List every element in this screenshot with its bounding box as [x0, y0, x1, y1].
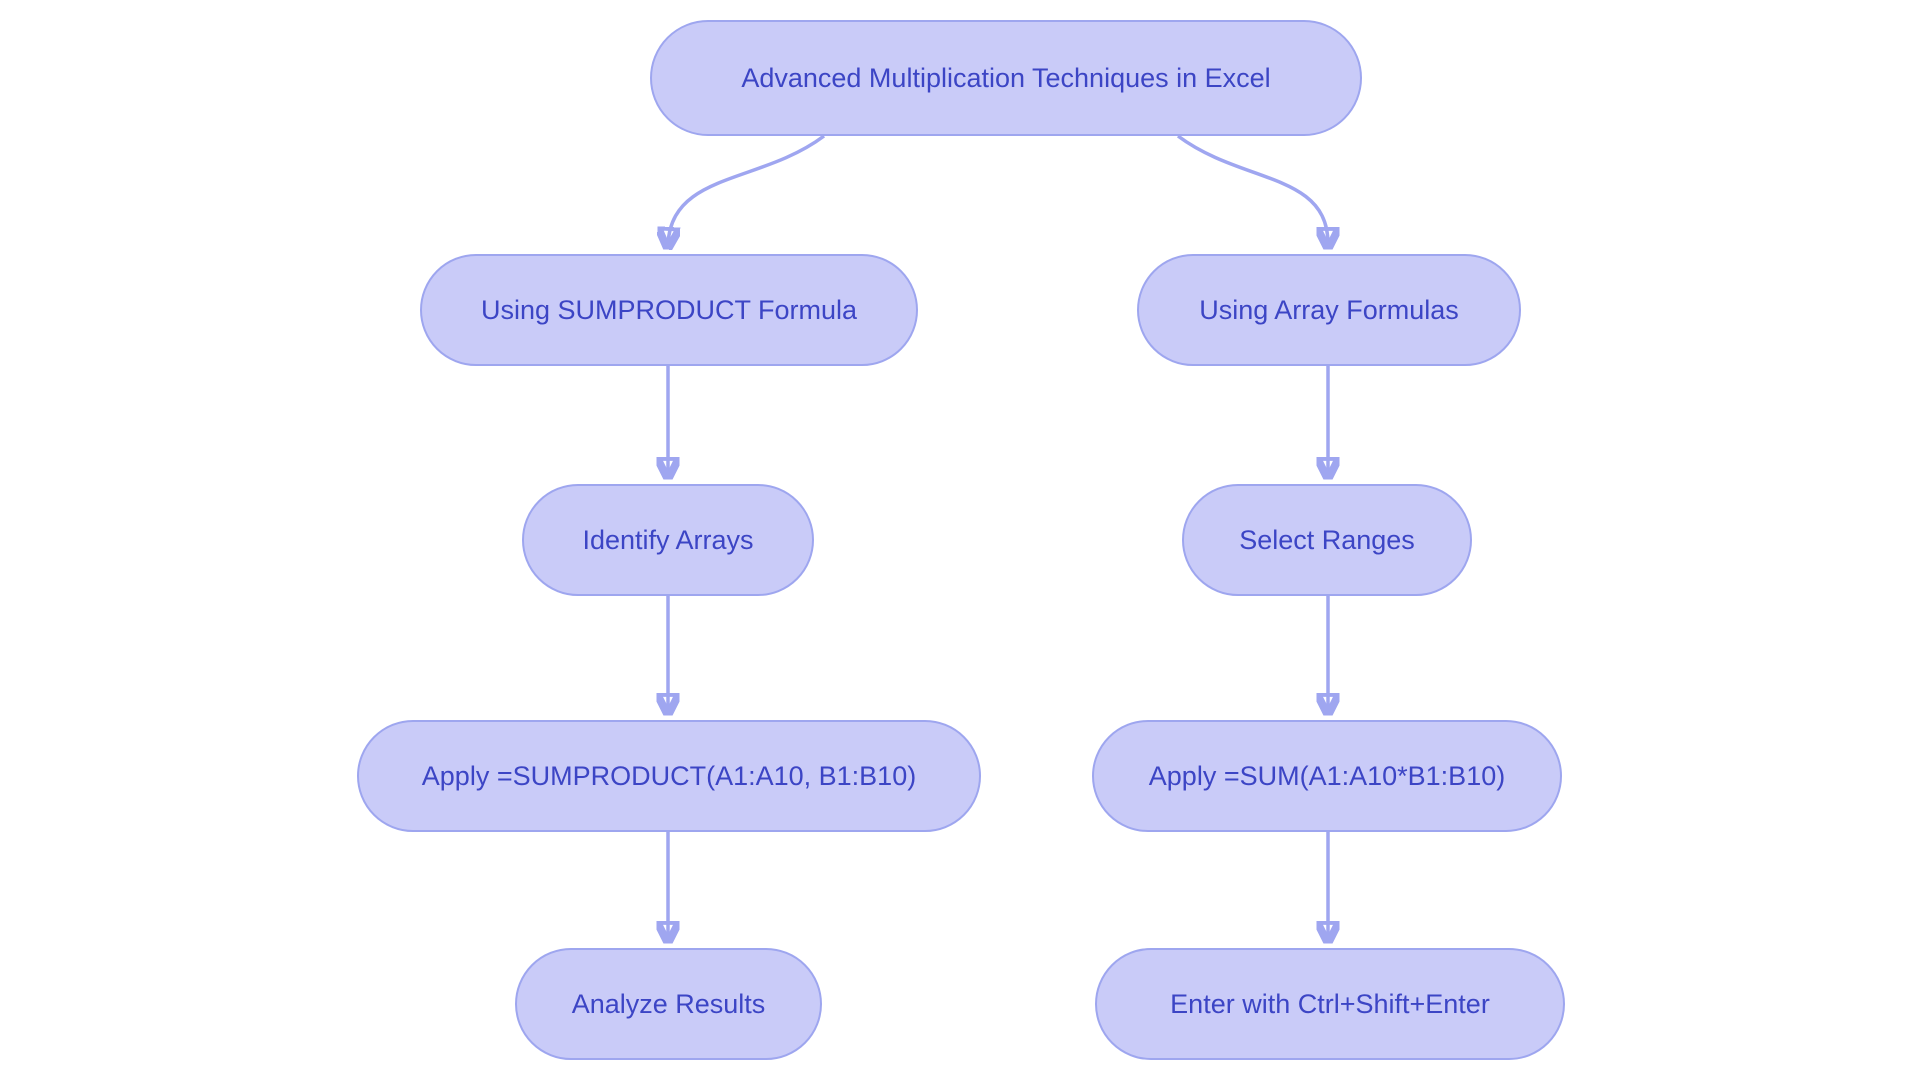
node-identify-arrays: Identify Arrays	[522, 484, 814, 596]
node-using-array-formulas-label: Using Array Formulas	[1199, 294, 1459, 325]
node-using-sumproduct-formula: Using SUMPRODUCT Formula	[420, 254, 918, 366]
edge-root-sumproduct	[668, 134, 826, 244]
node-select-ranges-label: Select Ranges	[1239, 524, 1415, 555]
node-root-label: Advanced Multiplication Techniques in Ex…	[741, 62, 1271, 93]
node-using-array-formulas: Using Array Formulas	[1137, 254, 1521, 366]
node-apply-sumproduct-formula-label: Apply =SUMPRODUCT(A1:A10, B1:B10)	[421, 760, 917, 791]
node-apply-sumproduct-formula: Apply =SUMPRODUCT(A1:A10, B1:B10)	[357, 720, 981, 832]
node-select-ranges: Select Ranges	[1182, 484, 1472, 596]
node-analyze-results: Analyze Results	[515, 948, 822, 1060]
node-enter-ctrl-shift-enter: Enter with Ctrl+Shift+Enter	[1095, 948, 1565, 1060]
node-analyze-results-label: Analyze Results	[571, 988, 766, 1019]
node-root: Advanced Multiplication Techniques in Ex…	[650, 20, 1362, 136]
node-apply-sum-formula: Apply =SUM(A1:A10*B1:B10)	[1092, 720, 1562, 832]
node-identify-arrays-label: Identify Arrays	[582, 524, 754, 555]
node-using-sumproduct-formula-label: Using SUMPRODUCT Formula	[480, 294, 858, 325]
node-enter-ctrl-shift-enter-label: Enter with Ctrl+Shift+Enter	[1170, 988, 1490, 1019]
edge-root-array	[1176, 134, 1328, 244]
node-apply-sum-formula-label: Apply =SUM(A1:A10*B1:B10)	[1148, 760, 1506, 791]
